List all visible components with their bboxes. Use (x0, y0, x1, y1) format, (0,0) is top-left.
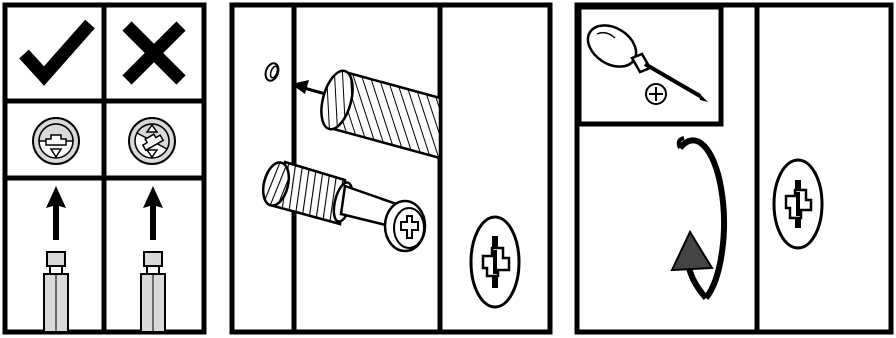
panel-tighten-cam (577, 5, 891, 332)
dowel-pin-icon (141, 252, 165, 332)
dowel-pin-icon (44, 252, 68, 332)
cam-lock-icon (471, 217, 519, 307)
cam-lock-icon (774, 160, 822, 248)
cam-aligned-icon (33, 118, 79, 164)
panel-insert-connector (232, 5, 550, 332)
cam-misaligned-icon (129, 118, 175, 164)
panel-correct-vs-incorrect (5, 5, 204, 332)
phillips-head-icon (646, 84, 666, 104)
